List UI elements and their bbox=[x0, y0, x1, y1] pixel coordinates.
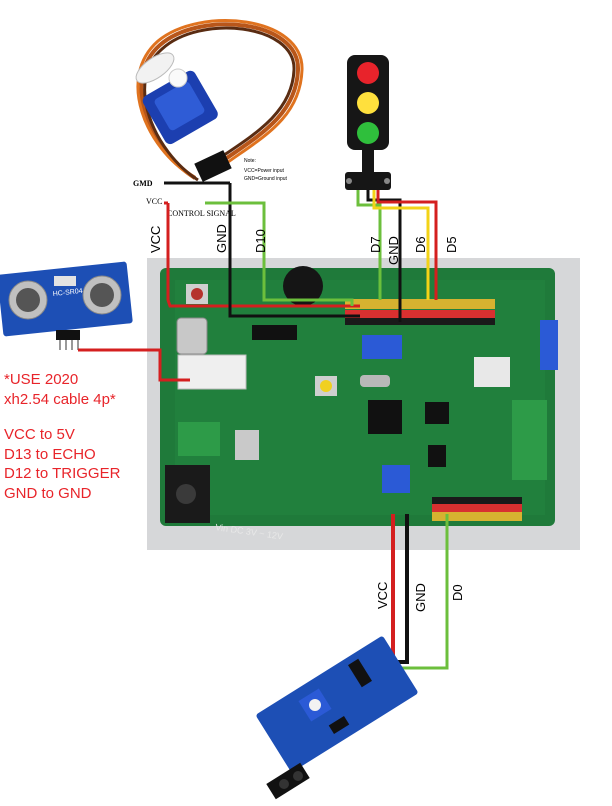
servo-note-line2: GND=Ground input bbox=[244, 176, 288, 182]
servo-note-title: Note: bbox=[244, 158, 256, 164]
note-line-6: GND to GND bbox=[4, 484, 92, 502]
servo-note-line1: VCC=Power input bbox=[244, 168, 284, 174]
note-line-2: xh2.54 cable 4p* bbox=[4, 390, 116, 408]
ultrasonic-sensor: HC-SR04 bbox=[0, 261, 133, 350]
line-sensor-module bbox=[256, 636, 418, 800]
servo-vcc-label: VCC bbox=[146, 197, 162, 206]
ultrasonic-model-label: HC-SR04 bbox=[52, 288, 83, 298]
note-line-5: D12 to TRIGGER bbox=[4, 465, 121, 482]
sensor-gnd-wire-label: GND bbox=[413, 583, 428, 612]
light-d5-wire-label: D5 bbox=[444, 236, 459, 253]
servo-signal-wire bbox=[205, 201, 354, 306]
servo-signal-wire-label: D10 bbox=[253, 229, 268, 253]
light-gnd-wire bbox=[366, 190, 402, 322]
light-gnd-wire-label: GND bbox=[386, 236, 401, 265]
light-d6-wire-label: D6 bbox=[413, 236, 428, 253]
ultrasonic-wiring-notes: *USE 2020 xh2.54 cable 4p* VCC to 5V D13… bbox=[4, 370, 120, 503]
servo-gnd-label: GMD bbox=[133, 179, 153, 188]
light-d5-wire bbox=[376, 190, 438, 300]
note-line-3: VCC to 5V bbox=[4, 426, 75, 443]
servo-signal-label: CONTROL SIGNAL bbox=[167, 209, 236, 218]
servo-gnd-wire-label: GND bbox=[214, 224, 229, 253]
servo-vcc-wire bbox=[166, 203, 360, 308]
sensor-d0-wire-label: D0 bbox=[450, 584, 465, 601]
sensor-vcc-wire-label: VCC bbox=[375, 582, 390, 609]
servo-motor: Note: VCC=Power input GND=Ground input bbox=[135, 19, 304, 182]
traffic-light-module bbox=[345, 55, 391, 190]
note-line-4: D13 to ECHO bbox=[4, 445, 96, 463]
ultrasonic-cable bbox=[78, 348, 190, 382]
note-line-1: *USE 2020 bbox=[4, 371, 79, 388]
light-d7-wire bbox=[356, 190, 382, 300]
light-d7-wire-label: D7 bbox=[368, 236, 383, 253]
servo-vcc-wire-label: VCC bbox=[148, 226, 163, 253]
light-d6-wire bbox=[372, 190, 430, 300]
main-board: Vin DC 3V ~ 12V bbox=[147, 258, 580, 550]
sensor-d0-wire bbox=[395, 514, 449, 670]
